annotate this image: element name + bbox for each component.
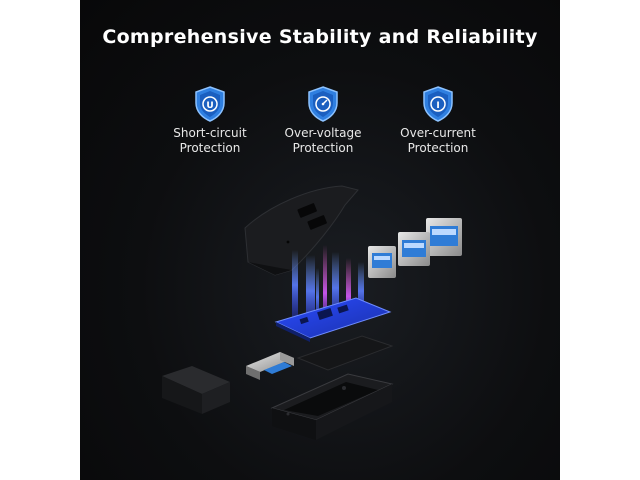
usb-male-plug — [246, 352, 294, 380]
bottom-shell — [270, 373, 394, 440]
banner-title: Comprehensive Stability and Reliability — [102, 26, 538, 48]
thermal-pad — [296, 335, 394, 371]
exploded-product-illustration — [162, 185, 462, 440]
feature-label: Over-current Protection — [400, 126, 476, 155]
svg-text:U: U — [206, 101, 213, 111]
feature-over-current: I Over-current Protection — [378, 86, 498, 156]
light-beams — [292, 245, 364, 327]
usb-port-connectors — [368, 218, 462, 278]
feature-short-circuit: U Short-circuit Protection — [150, 86, 270, 156]
top-shell — [244, 185, 359, 276]
shield-gauge-icon — [308, 86, 338, 122]
svg-text:I: I — [436, 101, 439, 111]
feature-label: Over-voltage Protection — [284, 126, 362, 155]
feature-over-voltage: Over-voltage Protection — [263, 86, 383, 156]
shield-u-icon: U — [195, 86, 225, 122]
feature-label: Short-circuit Protection — [173, 126, 247, 155]
product-banner: Comprehensive Stability and Reliability … — [80, 0, 560, 480]
circuit-board — [274, 297, 392, 342]
shield-i-icon: I — [423, 86, 453, 122]
protective-cap — [162, 366, 230, 414]
